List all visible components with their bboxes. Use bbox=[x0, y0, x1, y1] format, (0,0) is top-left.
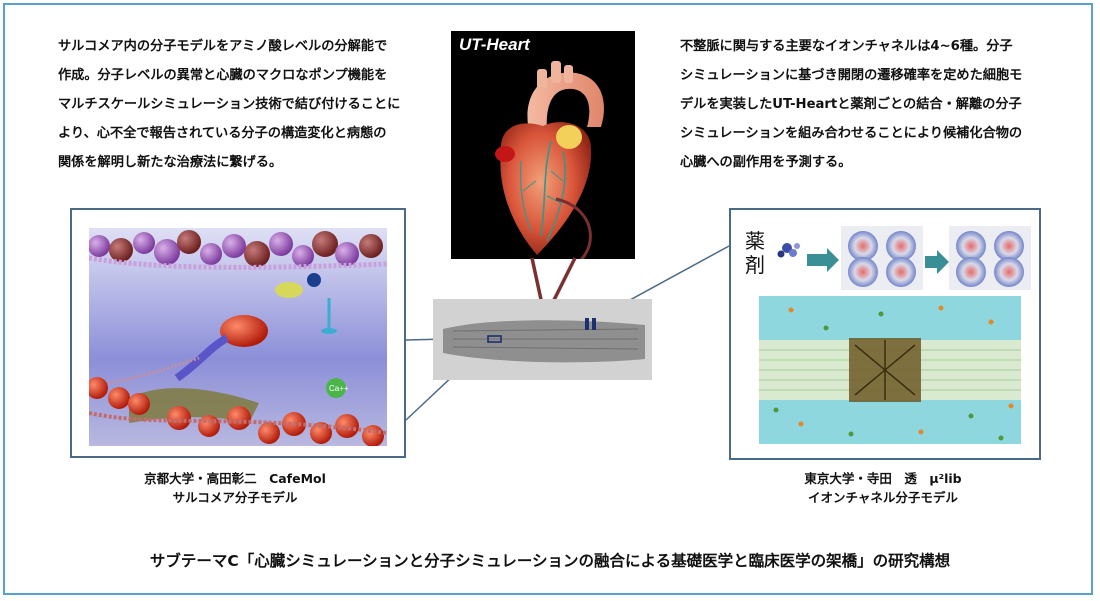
caption-line: 東京大学・寺田 透 μ²lib bbox=[804, 471, 962, 486]
heart-panel-title: UT-Heart bbox=[459, 35, 530, 54]
cell-image bbox=[433, 299, 652, 380]
caption-line: イオンチャネル分子モデル bbox=[808, 490, 958, 505]
right-description-line: シミュレーションに基づき開閉の遷移確率を定めた細胞モ bbox=[680, 68, 1023, 83]
left-description-line: より、心不全で報告されている分子の構造変化と病態の bbox=[58, 126, 387, 141]
channel-marker bbox=[592, 318, 596, 330]
heart-model-panel: UT-Heart bbox=[451, 31, 635, 259]
channel-marker bbox=[585, 318, 589, 330]
left-description-line: サルコメア内の分子モデルをアミノ酸レベルの分解能で bbox=[58, 39, 388, 54]
ion-channel-callout bbox=[729, 208, 1041, 460]
caption-line: 京都大学・高田彰二 CafeMol bbox=[144, 471, 326, 486]
left-description-line: マルチスケールシミュレーション技術で結び付けることに bbox=[58, 97, 401, 112]
caption-line: サルコメア分子モデル bbox=[172, 490, 298, 505]
sarcomere-molecular-image: Ca++ bbox=[89, 228, 387, 446]
right-description-line: デルを実装したUT-Heartと薬剤ごとの結合・解離の分子 bbox=[680, 97, 1022, 112]
right-description: 不整脈に関与する主要なイオンチャネルは4~6種。分子 シミュレーションに基づき開… bbox=[680, 32, 1022, 177]
right-description-line: 心臓への副作用を予測する。 bbox=[680, 155, 852, 170]
sarcomere-marker bbox=[487, 335, 502, 343]
left-description-line: 作成。分子レベルの異常と心臓のマクロなポンプ機能を bbox=[58, 68, 388, 83]
membrane-simulation-image bbox=[759, 296, 1021, 444]
drug-label-char: 剤 bbox=[745, 253, 765, 277]
right-description-line: シミュレーションを組み合わせることにより候補化合物の bbox=[680, 126, 1023, 141]
left-description-line: 関係を解明し新たな治療法に繋げる。 bbox=[58, 155, 283, 170]
process-arrow bbox=[807, 248, 839, 272]
sarcomere-callout: Ca++ bbox=[70, 208, 406, 458]
drug-label-char: 薬 bbox=[745, 229, 765, 253]
cardiomyocyte-micrograph bbox=[433, 299, 652, 380]
sarcomere-caption: 京都大学・高田彰二 CafeMol サルコメア分子モデル bbox=[125, 469, 345, 507]
figure-title: サブテーマC「心臓シミュレーションと分子シミュレーションの融合による基礎医学と臨… bbox=[149, 552, 951, 570]
drug-label: 薬 剤 bbox=[745, 229, 765, 277]
heart-illustration bbox=[495, 61, 604, 259]
ion-channel-caption: 東京大学・寺田 透 μ²lib イオンチャネル分子モデル bbox=[768, 469, 998, 507]
drug-molecule-icon bbox=[777, 243, 800, 258]
right-description-line: 不整脈に関与する主要なイオンチャネルは4~6種。分子 bbox=[680, 39, 1013, 54]
left-description: サルコメア内の分子モデルをアミノ酸レベルの分解能で 作成。分子レベルの異常と心臓… bbox=[58, 32, 400, 177]
figure-frame bbox=[3, 3, 1093, 595]
process-arrow bbox=[925, 250, 949, 274]
calcium-label: Ca++ bbox=[329, 384, 349, 393]
